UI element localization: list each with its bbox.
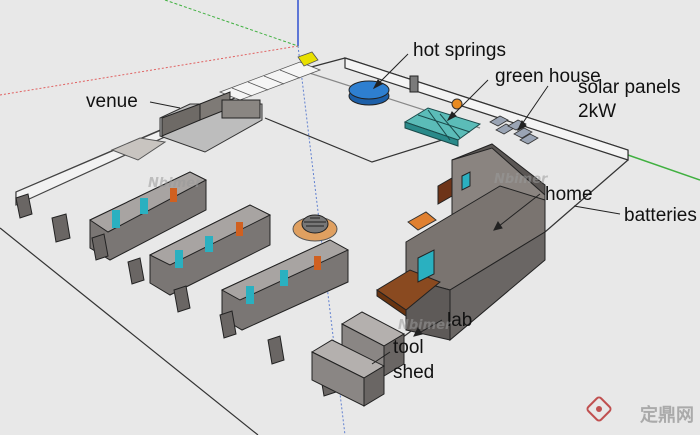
steps-platform [218, 61, 322, 101]
fire-pit [292, 214, 338, 242]
watermark-nbimer: Nbimer [494, 172, 548, 187]
brand-logo-diamond [586, 396, 612, 422]
cabin-accent [236, 222, 243, 236]
label-green-house: green house [495, 66, 601, 87]
label-lab: lab [447, 310, 473, 331]
arrowhead [413, 327, 423, 337]
cabin-window [112, 210, 120, 228]
cabin-accent [170, 188, 177, 202]
green-house [403, 107, 482, 147]
boundary-front [0, 227, 259, 435]
label-home: home [545, 184, 593, 205]
blue-axis-dashed [297, 45, 346, 435]
greenhouse-rib [427, 109, 451, 141]
cabin-window [280, 270, 288, 286]
utility-box [219, 310, 237, 339]
equipment-box [409, 75, 419, 93]
label-solar-power: 2kW [578, 101, 616, 122]
greenhouse-rib [417, 114, 471, 133]
cabin-window [246, 286, 254, 304]
cabin-accent [314, 256, 321, 270]
pool-top [348, 80, 390, 100]
leader-lines [149, 53, 621, 365]
brand-text: 定鼎网 [640, 405, 694, 426]
brand-logo-icon [586, 396, 612, 422]
home-building [376, 143, 546, 342]
venue-pad [110, 137, 167, 161]
yellow-marker [297, 51, 319, 67]
step-line [279, 69, 301, 79]
utility-box [267, 335, 285, 365]
venue-building [110, 91, 263, 161]
label-hot-springs: hot springs [413, 40, 506, 61]
arrowhead [493, 221, 503, 231]
arrowhead [372, 79, 383, 90]
pit-top [301, 214, 329, 234]
brand-watermark: 定鼎网 [640, 401, 694, 427]
cabin-window [175, 250, 183, 268]
solar-panel [513, 127, 533, 139]
leader-batteries [573, 205, 621, 215]
solar-panels [489, 115, 539, 145]
label-venue: venue [86, 91, 138, 112]
boundary-east [544, 159, 629, 233]
venue-wall-3 [221, 99, 261, 119]
utility-box [91, 233, 109, 261]
shed-container [310, 339, 386, 407]
step-line [263, 75, 285, 85]
cabin-row-2 [148, 204, 272, 296]
leader-green-house [447, 79, 489, 121]
solar-panel [489, 115, 509, 127]
utility-box [15, 193, 33, 219]
green-axis [627, 154, 700, 181]
home-railing [437, 177, 453, 205]
home-window-2 [461, 171, 471, 191]
label-shed: shed [393, 362, 435, 383]
shed-side [363, 365, 385, 407]
cabin-window [205, 236, 213, 252]
label-solar-panels: solar panels [578, 77, 681, 98]
solar-panel [519, 133, 539, 145]
pit-grate [304, 217, 326, 227]
steps [218, 51, 322, 101]
arrowhead [516, 120, 527, 132]
path-line [264, 117, 459, 163]
utility-box [51, 213, 71, 243]
leader-tool-shed [371, 351, 391, 365]
orange-barrel [451, 98, 463, 110]
home-side-wall [449, 231, 546, 342]
greenhouse-rib [439, 113, 461, 139]
utility-box [173, 285, 191, 313]
greenhouse-wall [404, 121, 459, 147]
leader-home [493, 193, 541, 231]
brand-logo-dot [596, 406, 602, 412]
cabin-row-1 [88, 171, 208, 261]
utility-box [127, 257, 145, 285]
hot-springs-pool [348, 80, 390, 106]
deck-edge [376, 289, 407, 317]
green-axis-dashed [164, 0, 299, 47]
watermark-nbimer: Nbimer [398, 318, 452, 333]
orange-door [407, 211, 437, 231]
label-batteries: batteries [624, 205, 697, 226]
step-line [231, 87, 253, 97]
step-line [247, 81, 269, 91]
label-tool: tool [393, 337, 424, 358]
watermark-nbimer: Nbimer [148, 176, 202, 191]
arrowhead [446, 111, 457, 122]
cabin-window [140, 198, 148, 214]
leader-venue [149, 101, 181, 109]
home-window [417, 249, 435, 283]
